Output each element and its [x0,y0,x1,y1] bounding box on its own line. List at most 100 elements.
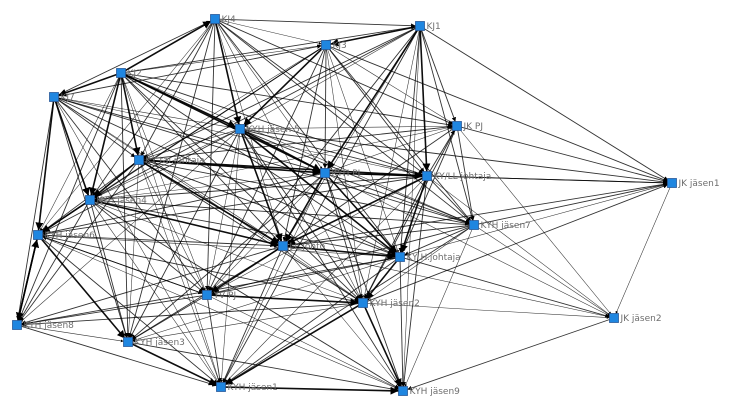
edge-KJ2-KJ1 [125,25,416,73]
edge-KYLL-KYHj9 [401,180,427,387]
edge-KJ1-KYHj5 [243,27,417,128]
edge-KYHj7-KYHj4 [94,198,470,226]
node-KYHj7[interactable]: KYH jäsen7 [469,220,531,232]
node-KYH[interactable]: KY H.johtaja [395,252,461,264]
node-square[interactable] [116,68,126,78]
edge-KJ4-KYtal [140,22,214,157]
node-label: KYH jäsen4 [97,196,148,206]
edge-LLjohto-JKj1 [287,182,668,246]
edge-KYHj6-KYHj2 [42,235,359,304]
node-KYHj1[interactable]: KYH jäsen1 [216,382,278,394]
node-JKPJ[interactable]: JK PJ [452,121,484,133]
edge-KJ2-LLjohto [123,75,281,244]
edge-KYHj5-KYHPJ [243,130,322,172]
node-KJ3[interactable]: KJ3 [321,40,347,52]
node-label: JK PJ [463,122,484,132]
node-square[interactable] [235,124,245,134]
edge-KJ7-KYHj6 [35,101,55,231]
node-square[interactable] [415,21,425,31]
node-KYHj9[interactable]: KYH jäsen9 [398,386,461,398]
node-square[interactable] [395,252,405,262]
node-LLjohto[interactable]: LL johto [278,241,326,253]
node-square[interactable] [452,121,462,131]
node-KYHj6[interactable]: KYH jäsen6 [33,230,96,242]
node-square[interactable] [210,14,220,24]
node-KYHj4[interactable]: KYH jäsen4 [85,195,148,207]
node-square[interactable] [278,241,288,251]
node-JKj1[interactable]: JK jäsen1 [667,178,720,190]
node-KYHj5[interactable]: KYH jäsen 5 [235,124,300,136]
node-square[interactable] [49,92,59,102]
node-square[interactable] [33,230,43,240]
edge-KJ2-KYHj4 [89,77,121,196]
edge-JKPJ-KYHj7 [457,130,475,221]
node-square[interactable] [469,220,479,230]
edge-KYtal-JKPJ [143,124,453,160]
node-square[interactable] [216,382,226,392]
node-JKj2[interactable]: JK jäsen2 [609,313,662,325]
node-KYtal[interactable]: KY tal.johtaja [134,155,205,167]
edge-KYHj5-KYHj2 [242,132,361,300]
node-label: KYH jäsen3 [135,338,185,348]
node-square[interactable] [422,171,432,181]
edge-KYH-JKj1 [404,183,668,257]
node-KYHj3[interactable]: KYH jäsen3 [123,337,185,349]
node-label: KJ7 [61,93,75,103]
node-label: KY/LL johtaja [434,172,492,182]
edge-KYHj8-KYHj6 [17,239,40,321]
node-square[interactable] [320,168,330,178]
edge-JKPJ-JKj2 [459,129,612,315]
edge-JKPJ-KYHj4 [94,126,453,200]
edge-KJ3-YVPJ [208,48,325,292]
node-KJ7[interactable]: KJ7 [49,92,75,104]
edge-LLjohto-KYHj9 [285,249,401,388]
edge-KYtal-KYLL [143,159,423,180]
node-KYHPJ[interactable]: KYH PJ [320,168,361,180]
edge-KYHPJ-KYHj2 [325,177,363,299]
node-KJ2[interactable]: KJ2 [116,68,142,80]
edge-KJ7-LLjohto [57,99,280,244]
edge-KJ3-KYHPJ [322,49,328,169]
edge-KJ1-JKPJ [421,30,456,122]
node-square[interactable] [321,40,331,50]
node-square[interactable] [667,178,677,188]
edge-LLjohto-KYHj8 [21,246,279,325]
node-KYHj8[interactable]: KYH jäsen8 [12,320,75,332]
edge-KYHj2-JKj1 [367,184,668,302]
edge-KYHj5-KYtal [143,130,236,160]
edge-KYLL-JKj2 [430,178,611,316]
edge-KYHj4-KYHj6 [41,201,87,234]
edge-KYH-KYHj1 [224,259,397,385]
node-square[interactable] [358,298,368,308]
edge-KYHPJ-YVPJ [209,176,323,292]
edge-KYHj3-KYHj9 [132,342,399,392]
edge-KYHj5-JKj1 [244,129,668,185]
edge-KJ3-KYLL [328,48,425,173]
node-square[interactable] [609,313,619,323]
node-KYHj2[interactable]: KYH jäsen2 [358,298,420,310]
edge-KYHj5-KYHj6 [41,130,237,234]
edge-KJ1-KYHj4 [93,27,417,199]
node-YVPJ[interactable]: YV PJ [202,290,237,302]
edge-KJ2-KYHj6 [39,76,120,232]
node-square[interactable] [85,195,95,205]
node-square[interactable] [202,290,212,300]
edge-KJ3-KYH [327,49,399,253]
edge-KYtal-KYHj3 [127,164,139,338]
node-square[interactable] [134,155,144,165]
node-square[interactable] [123,337,133,347]
node-KYLL[interactable]: KY/LL johtaja [422,171,492,183]
node-square[interactable] [398,386,408,396]
node-label: KJ1 [427,22,441,32]
node-KJ4[interactable]: KJ4 [210,14,237,26]
node-KJ1[interactable]: KJ1 [415,21,441,33]
edge-KYHj8-KYHj3 [21,325,124,343]
edge-KYHj5-JKPJ [244,124,453,130]
edge-KYtal-KYHj2 [142,162,360,301]
node-square[interactable] [12,320,22,330]
node-label: KYH jäsen9 [410,387,461,397]
node-label: KJ4 [222,15,237,25]
edge-KJ1-KYHj9 [401,30,421,387]
edge-KYH-KYHj2 [365,259,398,301]
edges-layer [15,18,671,395]
